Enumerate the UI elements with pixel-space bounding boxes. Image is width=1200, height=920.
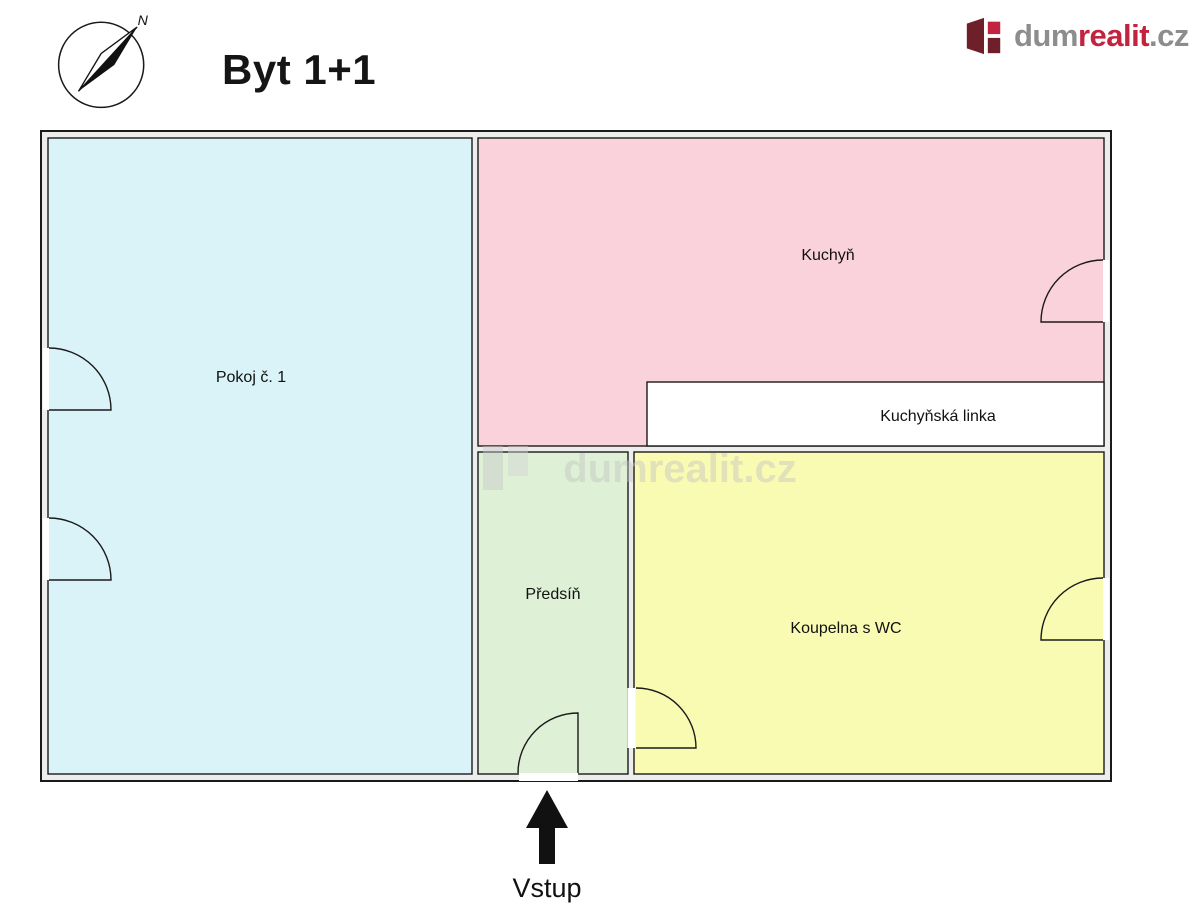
- door-gap-left-upper: [43, 348, 49, 410]
- floor-plan-svg: dumrealit.cz Pokoj č. 1 Kuchyň Kuchyňská…: [40, 130, 1112, 782]
- room-label-pokoj: Pokoj č. 1: [216, 369, 286, 386]
- compass-circle: [57, 21, 145, 109]
- compass-icon: N: [57, 13, 149, 109]
- logo-text-dum: dum: [1014, 18, 1078, 53]
- watermark-text: dumrealit.cz: [563, 447, 796, 491]
- room-label-kuchyn: Kuchyň: [801, 247, 854, 264]
- entrance-arrow-icon: [526, 790, 568, 864]
- logo-text-cz: .cz: [1149, 18, 1189, 53]
- door-arc-entry: [517, 712, 579, 774]
- room-predsin: [477, 451, 629, 775]
- door-arc-koupelna: [635, 687, 697, 749]
- floor-plan: dumrealit.cz Pokoj č. 1 Kuchyň Kuchyňská…: [40, 130, 1112, 782]
- watermark: dumrealit.cz: [483, 446, 797, 491]
- brand-logo: dumrealit.cz: [963, 14, 1189, 58]
- logo-text-realit: realit: [1077, 18, 1150, 53]
- room-koupelna: [633, 451, 1105, 775]
- door-gap-bath: [1103, 578, 1109, 640]
- room-label-predsin: Předsíň: [525, 586, 580, 603]
- logo-building-icon: [966, 17, 1001, 55]
- logo-text: dumrealit.cz: [1014, 18, 1189, 54]
- kitchen-counter: [646, 381, 1105, 447]
- compass-north-label: N: [138, 13, 149, 29]
- door-gap-entry: [519, 773, 578, 781]
- door-gap-left-lower: [43, 518, 49, 580]
- entrance-marker: Vstup: [497, 788, 597, 904]
- door-gap-predsin-koupelna: [627, 688, 636, 748]
- door-arc-kitchen: [1040, 259, 1104, 323]
- room-label-kuchynska-linka: Kuchyňská linka: [880, 408, 996, 425]
- page-title: Byt 1+1: [222, 46, 377, 93]
- room-label-koupelna: Koupelna s WC: [790, 620, 901, 637]
- door-arc-left-lower: [48, 517, 112, 581]
- door-arc-bath: [1040, 577, 1104, 641]
- door-arc-left-upper: [48, 347, 112, 411]
- room-pokoj: [47, 137, 473, 775]
- door-gap-kitchen: [1103, 260, 1109, 322]
- compass-needle-light: [77, 26, 138, 92]
- entrance-label: Vstup: [512, 873, 582, 903]
